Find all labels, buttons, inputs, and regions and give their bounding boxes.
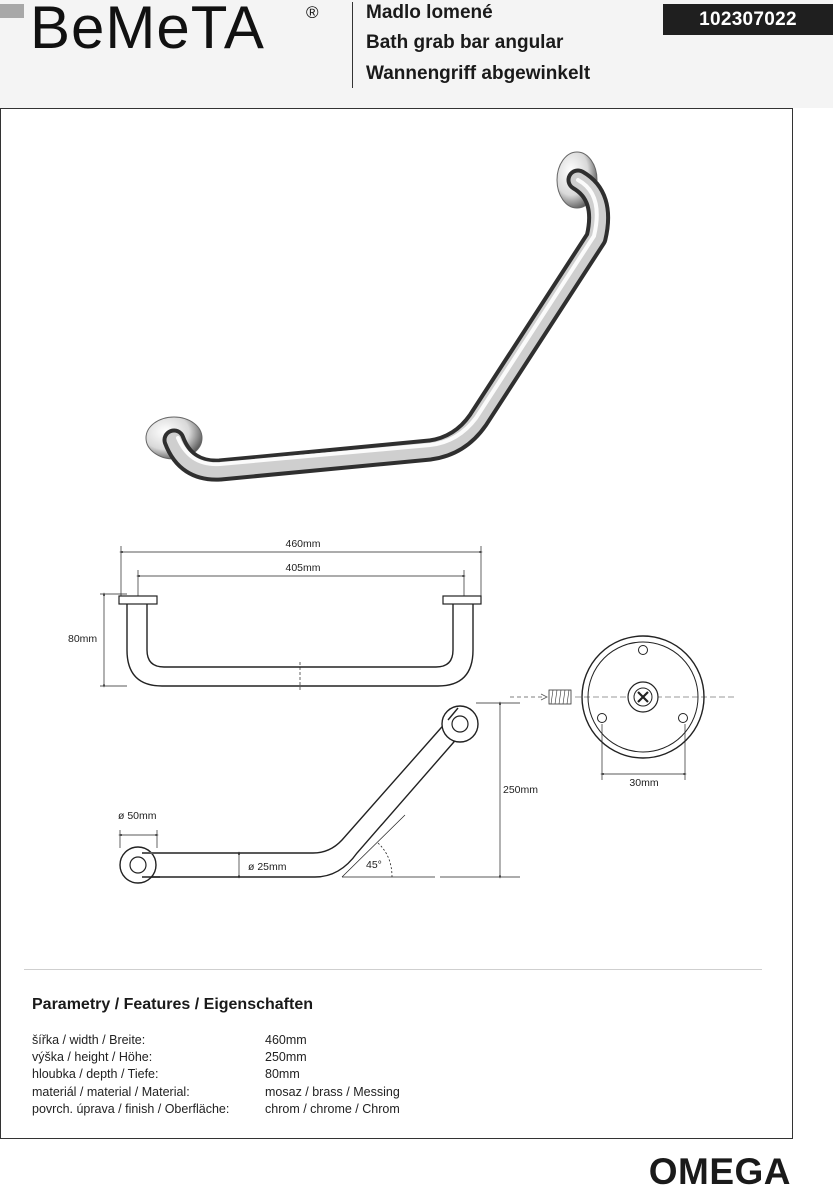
header-divider: [352, 2, 353, 88]
flange-left-side: [118, 595, 158, 605]
screw-icon: [548, 689, 572, 705]
feature-row: materiál / material / Material: mosaz / …: [32, 1085, 432, 1102]
feature-value: 460mm: [265, 1033, 307, 1047]
feature-label: hloubka / depth / Tiefe:: [32, 1067, 159, 1081]
dim-rosette-label: ø 50mm: [118, 810, 157, 822]
series-name: OMEGA: [648, 1151, 791, 1192]
screw-hole-left: [597, 713, 607, 723]
feature-label: výška / height / Höhe:: [32, 1050, 153, 1064]
flange-detail: 30mm: [510, 635, 735, 789]
feature-row: šířka / width / Breite: 460mm: [32, 1033, 432, 1050]
content-frame: [0, 108, 793, 1139]
feature-label: šířka / width / Breite:: [32, 1033, 146, 1047]
feature-row: hloubka / depth / Tiefe: 80mm: [32, 1067, 432, 1084]
features-title: Parametry / Features / Eigenschaften: [32, 996, 313, 1013]
brand-wordmark: BeMeTA: [30, 0, 265, 58]
dim-250-label: 250mm: [503, 784, 538, 796]
feature-label: povrch. úprava / finish / Oberfläche:: [32, 1102, 230, 1116]
product-code-badge: 102307022: [663, 4, 833, 35]
feature-row: výška / height / Höhe: 250mm: [32, 1050, 432, 1067]
technical-drawing: 460mm 405mm 80mm ø 50mm ø 25mm 45°: [68, 151, 735, 884]
front-view-drawing: ø 50mm ø 25mm 45° 250mm: [118, 701, 538, 884]
product-photo: [145, 151, 611, 482]
flange-outer-ring: [581, 635, 705, 759]
feature-value: 250mm: [265, 1050, 307, 1064]
dim-460-label: 460mm: [285, 538, 320, 550]
feature-value: 80mm: [265, 1067, 300, 1081]
product-title-en: Bath grab bar angular: [366, 32, 564, 53]
section-separator: [24, 969, 762, 970]
feature-value: mosaz / brass / Messing: [265, 1085, 400, 1099]
dim-30-label: 30mm: [629, 777, 658, 789]
feature-row: povrch. úprava / finish / Oberfläche: ch…: [32, 1102, 432, 1119]
brand-logo: BeMeTA ®: [30, 0, 319, 58]
flange-inner-ring: [587, 641, 699, 753]
dim-405-label: 405mm: [285, 562, 320, 574]
logo-accent-square: [0, 4, 24, 18]
bar-front-view: [140, 719, 461, 878]
product-title-cz: Madlo lomené: [366, 2, 493, 23]
screw-hole-top: [638, 645, 648, 655]
flange-right-side: [442, 595, 482, 605]
cross-slot-icon: [637, 691, 649, 703]
feature-label: materiál / material / Material:: [32, 1085, 190, 1099]
feature-value: chrom / chrome / Chrom: [265, 1102, 400, 1116]
bar-top-view: [126, 604, 474, 687]
dim-tube-label: ø 25mm: [248, 861, 287, 873]
product-title-de: Wannengriff abgewinkelt: [366, 63, 591, 84]
registered-mark: ®: [306, 3, 319, 22]
top-view-drawing: 460mm 405mm 80mm: [68, 538, 483, 690]
screw-hole-right: [678, 713, 688, 723]
dim-80-label: 80mm: [68, 633, 97, 645]
dim-angle-label: 45°: [366, 859, 382, 871]
